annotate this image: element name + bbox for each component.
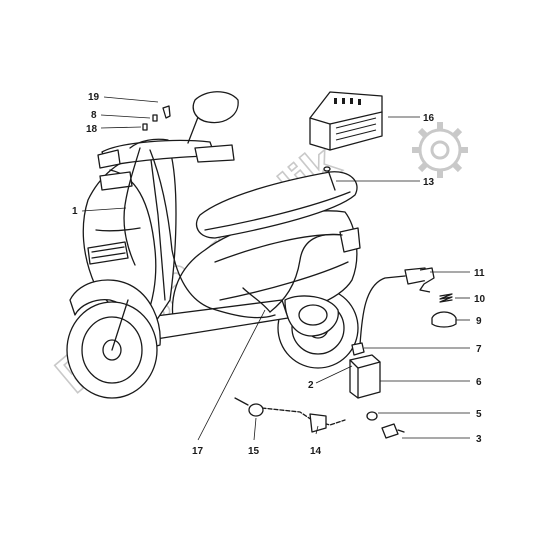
- scooter-illustration: [66, 91, 361, 399]
- part-3-connector: [381, 423, 405, 439]
- leader-lines: [81, 96, 470, 441]
- part-16-regulator: [309, 91, 383, 151]
- part-14-wire: [261, 407, 346, 433]
- callout-9: 9: [476, 316, 482, 327]
- part-15-clip: [234, 397, 264, 417]
- callout-17: 17: [192, 446, 204, 457]
- part-19-bulb: [162, 105, 171, 119]
- callout-11: 11: [474, 268, 485, 279]
- callout-3: 3: [476, 434, 482, 445]
- part-11-spark-plug-cap: [359, 267, 435, 346]
- gear-icon: [412, 122, 468, 178]
- callout-15: 15: [248, 446, 260, 457]
- callout-labels: 19 8 18 1 16 13 11 10 9 7 6 5 3 2 14 15 …: [72, 92, 486, 457]
- part-6-ignition-coil: [349, 342, 381, 399]
- headlight-housing: [99, 171, 133, 191]
- front-wheel: [66, 299, 158, 399]
- rear-light: [339, 227, 361, 253]
- front-grill: [87, 241, 129, 265]
- part-10-spring: [439, 293, 453, 303]
- callout-2: 2: [308, 380, 314, 391]
- wiring-harness: [123, 147, 343, 319]
- part-13-screw: [323, 166, 336, 191]
- callout-13: 13: [423, 177, 435, 188]
- callout-19: 19: [88, 92, 100, 103]
- callout-16: 16: [423, 113, 435, 124]
- part-5-nut: [366, 411, 378, 421]
- handlebar: [97, 138, 235, 169]
- engine-block: [284, 295, 339, 337]
- callout-8: 8: [91, 110, 97, 121]
- mirror: [187, 91, 239, 144]
- seat: [195, 171, 358, 239]
- callout-6: 6: [476, 377, 482, 388]
- callout-14: 14: [310, 446, 322, 457]
- callout-10: 10: [474, 294, 486, 305]
- callout-5: 5: [476, 409, 482, 420]
- callout-18: 18: [86, 124, 98, 135]
- callout-7: 7: [476, 344, 482, 355]
- callout-1: 1: [72, 206, 78, 217]
- part-9-grommet: [431, 311, 457, 328]
- part-18-fuse: [142, 123, 148, 131]
- part-8-clip: [152, 114, 158, 122]
- steering-column: [149, 151, 166, 301]
